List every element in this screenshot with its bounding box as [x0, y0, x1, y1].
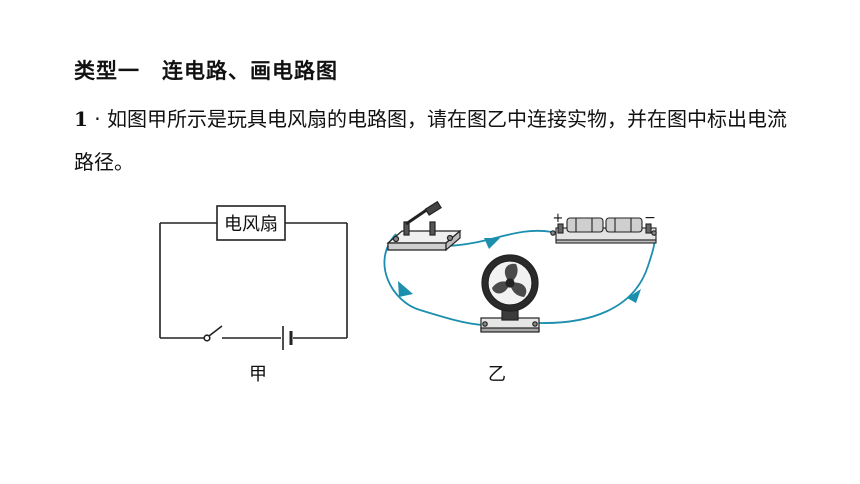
battery-minus-label: − — [644, 210, 656, 226]
question-body: 如图甲所示是玩具电风扇的电路图，请在图乙中连接实物，并在图中标出电流路径。 — [74, 107, 787, 174]
figure-jia-caption: 甲 — [249, 364, 267, 385]
current-arrows — [398, 238, 641, 303]
switch-symbol — [203, 325, 223, 342]
section-topic: 连电路、画电路图 — [162, 59, 338, 83]
circuit-diagram-jia — [159, 205, 348, 350]
battery-pack — [550, 217, 657, 244]
circuit-physical-yi: + − — [383, 200, 657, 333]
fan-component-label: 电风扇 — [224, 214, 278, 235]
battery-plus-label: + — [553, 211, 564, 226]
section-type-label: 类型一 — [74, 59, 140, 83]
section-heading: 类型一连电路、画电路图 — [74, 55, 338, 85]
fan-component-box — [216, 205, 286, 241]
knife-switch — [386, 200, 462, 252]
question-separator: · — [94, 107, 101, 131]
question-text: 1 · 如图甲所示是玩具电风扇的电路图，请在图乙中连接实物，并在图中标出电流路径… — [74, 98, 794, 184]
question-number: 1 — [74, 107, 88, 131]
electric-fan — [480, 254, 540, 333]
figure-yi-caption: 乙 — [488, 364, 506, 385]
battery-symbol — [282, 326, 293, 350]
